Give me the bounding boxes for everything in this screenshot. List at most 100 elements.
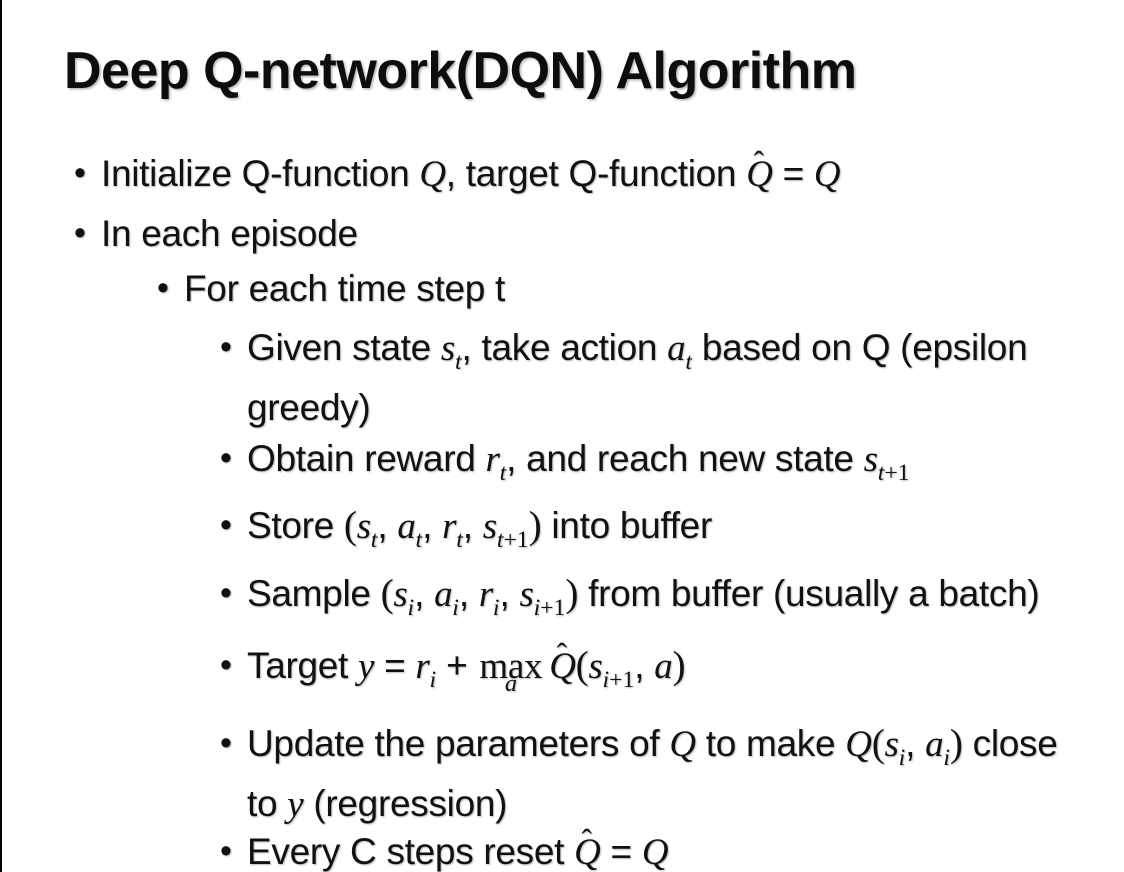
math-subscript: t — [456, 527, 463, 553]
text-segment: close — [962, 722, 1058, 764]
text-segment: Given state — [247, 327, 441, 368]
math-var: s — [863, 438, 878, 480]
math-subscript: t — [455, 349, 462, 375]
bullet-icon: • — [220, 723, 232, 762]
subscript-char: t — [877, 459, 885, 486]
math-var: a — [667, 328, 686, 369]
bullet-item: • Initialize Q-function Q, target Q-funct… — [2, 145, 1124, 197]
math-var: y — [358, 645, 375, 687]
math-delimiter: ( — [871, 721, 885, 765]
math-var: r — [442, 505, 457, 547]
text-segment: , — [499, 572, 520, 614]
math-subscript: t+1 — [497, 527, 529, 553]
text-segment: , — [458, 572, 479, 614]
bullet-text: Update the parameters of Q to make Q(si,… — [247, 721, 1058, 827]
bullet-icon: • — [220, 328, 232, 366]
subscript-char: t — [370, 526, 378, 553]
text-segment: Store — [247, 504, 344, 546]
math-var: r — [415, 645, 430, 687]
math-subscript: t — [500, 460, 507, 486]
text-segment: In each episode — [101, 213, 358, 254]
math-var: s — [356, 505, 371, 547]
bullet-icon: • — [220, 573, 232, 612]
math-var: s — [440, 328, 455, 369]
bullet-line: Given state st, take action at based on … — [247, 325, 1028, 385]
bullet-text: Store (st, at, rt, st+1) into buffer — [247, 503, 712, 563]
math-delimiter: ( — [575, 643, 589, 687]
text-segment: For each time step t — [184, 268, 505, 309]
text-segment: Sample — [247, 572, 381, 614]
math-delimiter: ( — [380, 571, 394, 615]
bullet-line: Sample (si, ai, ri, si+1) from buffer (u… — [247, 571, 1040, 631]
subscript-char: i — [492, 594, 500, 621]
subscript-char: 1 — [897, 459, 910, 486]
operator-name: max — [479, 645, 543, 687]
math-var: s — [393, 573, 408, 615]
subscript-char: i — [943, 744, 950, 771]
math-var: Q — [641, 831, 669, 872]
text-segment: greedy) — [247, 386, 371, 428]
text-segment: = — [600, 830, 642, 872]
math-var: a — [397, 505, 416, 547]
math-delimiter: ) — [565, 571, 579, 615]
math-subscript: t+1 — [878, 460, 910, 486]
math-subscript: i — [493, 595, 500, 621]
text-segment: = — [374, 644, 416, 686]
bullet-line: In each episode — [101, 211, 358, 256]
bullet-line: Store (st, at, rt, st+1) into buffer — [247, 503, 712, 563]
text-segment: , — [905, 722, 926, 764]
bullet-line: to y (regression) — [247, 781, 1058, 827]
subscript-char: 1 — [622, 666, 635, 693]
text-segment: Every C steps reset — [247, 830, 575, 872]
math-delimiter: ) — [949, 721, 963, 765]
bullet-list: • Initialize Q-function Q, target Q-funct… — [2, 145, 1124, 872]
math-subscript: i — [943, 745, 950, 771]
math-var: a — [925, 723, 944, 765]
hat-accent: ˆ — [753, 145, 764, 181]
text-segment: (regression) — [303, 782, 508, 824]
subscript-char: i — [452, 594, 459, 621]
math-var: Q — [669, 723, 696, 765]
math-subscript: i — [408, 595, 415, 621]
math-var: s — [588, 645, 603, 687]
subscript-char: 1 — [516, 526, 529, 553]
subscript-char: i — [602, 666, 610, 693]
subscript-char: i — [407, 594, 415, 621]
bullet-line: Obtain reward rt, and reach new state st… — [247, 436, 910, 496]
math-var: a — [654, 645, 673, 687]
hat-accent: ˆ — [556, 637, 567, 672]
math-var: s — [482, 505, 497, 547]
subscript-char: + — [503, 526, 517, 553]
math-var: s — [884, 723, 899, 765]
math-subscript: i — [452, 595, 459, 621]
bullet-item: •Update the parameters of Q to make Q(si… — [2, 721, 1124, 827]
math-var: r — [485, 438, 500, 480]
bullet-line: Update the parameters of Q to make Q(si,… — [247, 721, 1058, 781]
bullet-icon: • — [74, 154, 86, 192]
subscript-char: t — [456, 526, 463, 553]
text-segment: based on Q (epsilon — [691, 327, 1028, 368]
bullet-item: •For each time step t — [2, 266, 1124, 311]
bullet-line: For each time step t — [184, 266, 505, 311]
text-segment: Initialize Q-function — [101, 153, 420, 194]
bullet-icon: • — [74, 214, 86, 252]
math-delimiter: ) — [528, 503, 542, 547]
bullet-line: Initialize Q-function Q, target Q-functi… — [101, 145, 841, 197]
math-subscript: t — [371, 527, 378, 553]
text-segment: Update the parameters of — [247, 722, 670, 764]
text-segment: to make — [695, 722, 846, 764]
bullet-text: Initialize Q-function Q, target Q-functi… — [101, 145, 841, 197]
bullet-icon: • — [220, 505, 232, 544]
text-segment: = — [772, 153, 814, 194]
math-var: a — [434, 573, 453, 615]
subscript-char: + — [609, 666, 623, 693]
text-segment: from buffer (usually a batch) — [578, 572, 1040, 614]
math-var: r — [478, 573, 493, 615]
